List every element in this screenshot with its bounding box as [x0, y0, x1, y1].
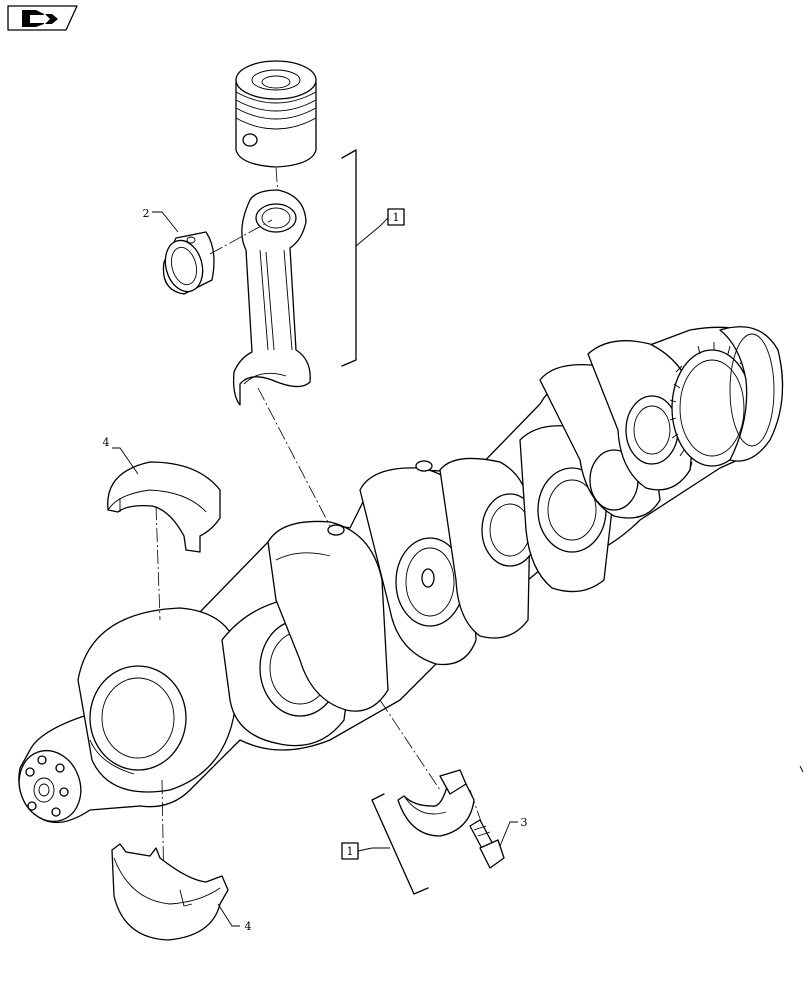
centerline-rod-cap — [379, 699, 441, 791]
lower-main-bearing — [111, 843, 229, 941]
centerline-upper-bearing — [155, 505, 161, 621]
callout-rod-bearing-assembly[interactable]: 1 — [341, 842, 359, 860]
svg-text:1: 1 — [393, 211, 400, 224]
callout-piston-rod-assembly[interactable]: 1 — [387, 208, 405, 226]
callout-piston-pin-bushing[interactable]: 2 — [143, 207, 150, 220]
svg-text:4: 4 — [103, 436, 110, 449]
piston — [235, 60, 317, 196]
callout-upper-main-bearing[interactable]: 4 — [103, 436, 110, 449]
callout-rod-bolt[interactable]: 3 — [521, 816, 528, 829]
svg-text:3: 3 — [521, 816, 528, 829]
piston-pin-bushing — [162, 219, 273, 295]
connecting-rod — [232, 189, 311, 406]
rod-bearing-lower — [397, 769, 475, 837]
svg-text:1: 1 — [347, 845, 354, 858]
upper-main-bearing — [107, 461, 221, 553]
nav-button[interactable] — [7, 5, 78, 31]
callout-lower-main-bearing[interactable]: 4 — [245, 920, 252, 933]
corner-mark — [799, 765, 804, 773]
svg-text:2: 2 — [143, 207, 150, 220]
assembly-bracket-bottom — [371, 793, 429, 895]
return-arrow-icon — [22, 10, 58, 27]
rod-bolt — [469, 819, 505, 869]
svg-text:4: 4 — [245, 920, 252, 933]
crankshaft — [18, 326, 784, 824]
centerline-rod — [257, 387, 331, 527]
assembly-bracket-top — [341, 149, 357, 367]
